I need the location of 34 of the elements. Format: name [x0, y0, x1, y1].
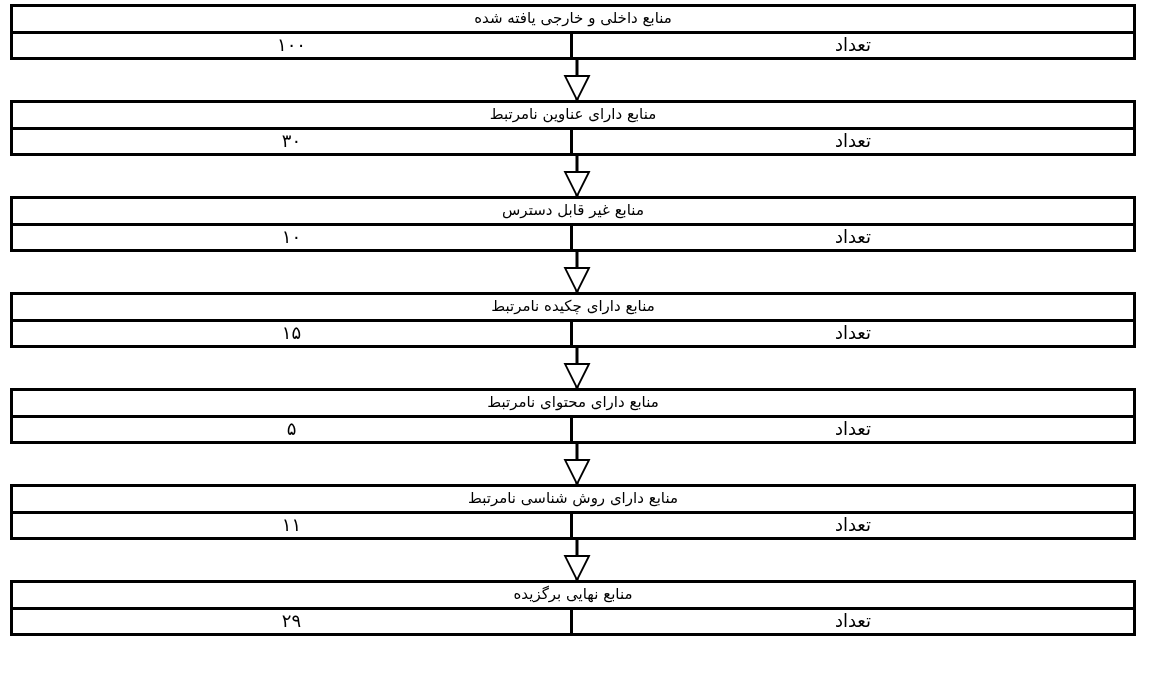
stage-box: [10, 484, 1136, 540]
count-value: ۱۰۰: [13, 31, 573, 57]
count-value: ۵: [13, 415, 573, 441]
arrow: [564, 156, 590, 197]
count-label: تعداد: [573, 319, 1133, 345]
stage-title: منابع دارای چکیده نامرتبط: [490, 297, 656, 315]
count-label: تعداد: [573, 607, 1133, 633]
count-value: ۳۰: [13, 127, 573, 153]
stage-box: [10, 388, 1136, 444]
arrow: [564, 60, 590, 101]
count-label: تعداد: [573, 127, 1133, 153]
count-label: تعداد: [573, 223, 1133, 249]
stage-box: [10, 196, 1136, 252]
count-label: تعداد: [573, 511, 1133, 537]
stage-title: منابع دارای عناوین نامرتبط: [488, 105, 658, 123]
stage-box: [10, 4, 1136, 60]
count-value: ۱۰: [13, 223, 573, 249]
arrow: [564, 348, 590, 389]
count-value: ۲۹: [13, 607, 573, 633]
stage-box: [10, 292, 1136, 348]
arrow: [564, 444, 590, 485]
stage-title: منابع غیر قابل دسترس: [501, 201, 645, 219]
count-label: تعداد: [573, 31, 1133, 57]
arrow: [564, 540, 590, 581]
stage-title: منابع داخلی و خارجی یافته شده: [473, 9, 673, 27]
count-value: ۱۵: [13, 319, 573, 345]
arrow: [564, 252, 590, 293]
stage-title: منابع دارای محتوای نامرتبط: [486, 393, 660, 411]
count-label: تعداد: [573, 415, 1133, 441]
stage-title: منابع دارای روش شناسی نامرتبط: [467, 489, 679, 507]
stage-title: منابع نهایی برگزیده: [512, 585, 634, 603]
stage-box: [10, 580, 1136, 636]
stage-box: [10, 100, 1136, 156]
count-value: ۱۱: [13, 511, 573, 537]
